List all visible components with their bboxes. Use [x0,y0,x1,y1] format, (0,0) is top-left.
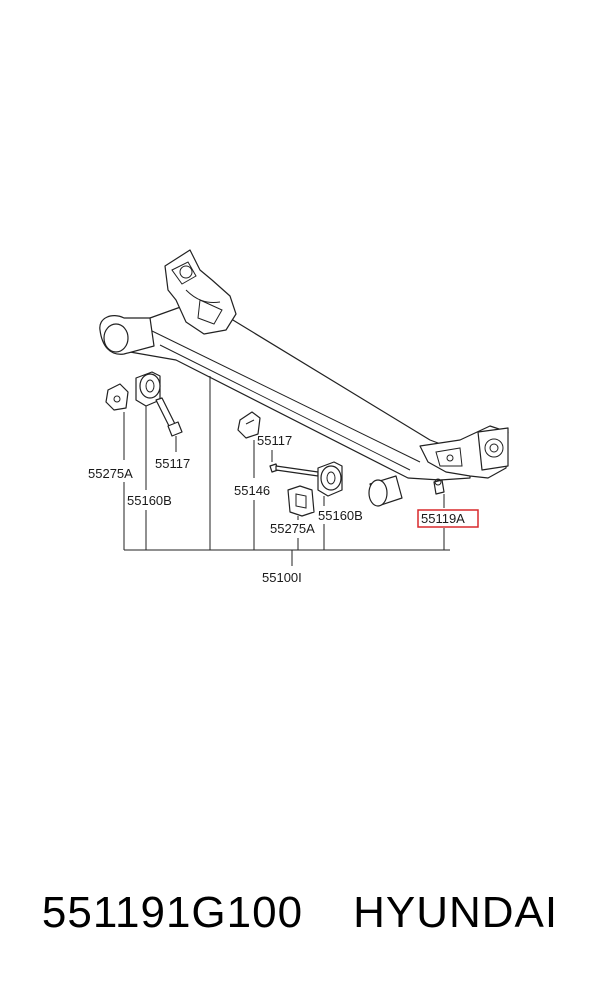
product-caption: 551191G100 HYUNDAI [0,878,600,948]
label-55146: 55146 [234,483,270,498]
label-55160b-right: 55160B [318,508,363,523]
brand-name: HYUNDAI [353,888,559,937]
bolt-55117-left [155,397,183,437]
bracket-55275a-left [105,383,129,411]
label-55100i: 55100I [262,570,302,585]
leader-lines [123,376,450,566]
label-55119a: 55119A [421,511,465,526]
label-55275a-right: 55275A [270,521,315,536]
bushing-55160b-left [135,371,161,407]
label-55117-center: 55117 [257,433,292,448]
part-number: 551191G100 [41,888,304,937]
label-55275a-left: 55275A [88,466,133,481]
label-55160b-left: 55160B [127,493,172,508]
bushing-55160b-right [317,461,343,497]
bracket-55275a-right [287,485,315,517]
bolt-55117-center [269,463,319,477]
axle-beam-drawing [99,249,509,507]
part-labels: 55275A 55117 55160B 55117 55146 55160B 5… [88,433,479,585]
bracket-55146 [237,411,261,439]
selected-part-highlight [417,509,479,528]
label-55117-left: 55117 [155,456,190,471]
